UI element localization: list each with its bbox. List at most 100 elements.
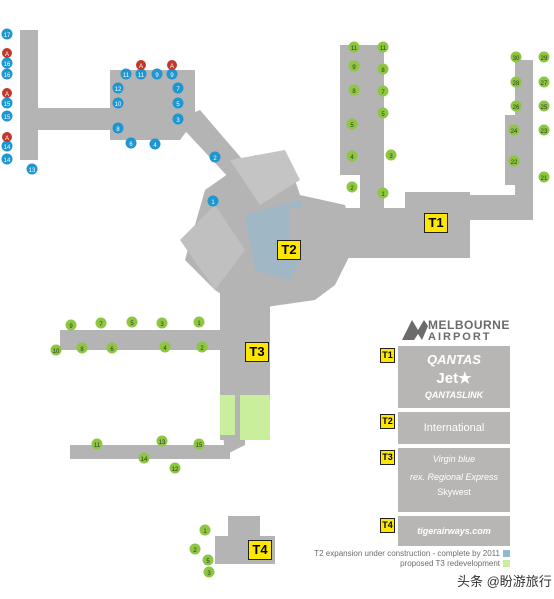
gate-marker[interactable]: 8 — [348, 84, 360, 96]
legend-panel-t1: QANTAS Jet★ QANTASLINK — [398, 346, 510, 408]
gate-marker[interactable]: 13 — [156, 435, 168, 447]
legend-tag-t2: T2 — [380, 414, 395, 429]
gate-marker[interactable]: 1 — [193, 316, 205, 328]
gate-marker[interactable]: 7 — [95, 317, 107, 329]
a380-marker[interactable]: A — [2, 132, 12, 142]
gate-label: 9 — [155, 73, 159, 79]
gate-marker[interactable]: 11 — [135, 68, 147, 80]
gate-marker[interactable]: 16 — [1, 57, 13, 69]
gate-marker[interactable]: 11 — [91, 438, 103, 450]
gate-marker[interactable]: 3 — [172, 113, 184, 125]
gate-marker[interactable]: 15 — [193, 438, 205, 450]
watermark: 头条 @盼游旅行 — [457, 574, 552, 589]
gate-marker[interactable]: 22 — [508, 155, 520, 167]
gate-marker[interactable]: 11 — [120, 68, 132, 80]
gate-marker[interactable]: 13 — [26, 163, 38, 175]
gate-marker[interactable]: 14 — [1, 140, 13, 152]
gate-marker[interactable]: 4 — [149, 138, 161, 150]
terminal-label-t2[interactable]: T2 — [277, 240, 301, 260]
gate-marker[interactable]: 14 — [1, 153, 13, 165]
gate-marker[interactable]: 9 — [65, 319, 77, 331]
a380-marker[interactable]: A — [2, 48, 12, 58]
a380-label: A — [5, 52, 9, 58]
airport-name-line1: MELBOURNE — [428, 318, 510, 332]
gate-marker[interactable]: 12 — [112, 82, 124, 94]
gate-marker[interactable]: 3 — [156, 317, 168, 329]
gate-marker[interactable]: 10 — [112, 97, 124, 109]
gate-marker[interactable]: 25 — [538, 100, 550, 112]
gate-marker[interactable]: 30 — [510, 51, 522, 63]
gate-marker[interactable]: 1 — [207, 195, 219, 207]
gate-marker[interactable]: 11 — [348, 41, 360, 53]
gate-marker[interactable]: 11 — [377, 41, 389, 53]
gate-label: 16 — [4, 73, 11, 79]
gate-marker[interactable]: 28 — [510, 76, 522, 88]
gate-marker[interactable]: 3 — [203, 566, 215, 578]
gate-marker[interactable]: 3 — [385, 149, 397, 161]
gate-label: 16 — [4, 62, 11, 68]
gate-marker[interactable]: 6 — [125, 137, 137, 149]
footnote-t3-redevelopment: proposed T3 redevelopment — [400, 559, 500, 568]
gate-marker[interactable]: 15 — [1, 110, 13, 122]
gate-label: 10 — [53, 349, 60, 355]
swatch-t2-expansion — [503, 550, 510, 557]
gate-marker[interactable]: 9 — [348, 60, 360, 72]
gate-marker[interactable]: 7 — [172, 82, 184, 94]
gate-marker[interactable]: 24 — [508, 124, 520, 136]
gate-label: 3 — [176, 118, 180, 124]
a380-marker[interactable]: A — [167, 60, 177, 70]
a380-marker[interactable]: A — [2, 88, 12, 98]
gate-marker[interactable]: 9 — [151, 68, 163, 80]
gate-marker[interactable]: 10 — [50, 344, 62, 356]
gate-marker[interactable]: 12 — [169, 462, 181, 474]
a380-label: A — [5, 92, 9, 98]
gate-marker[interactable]: 2 — [209, 151, 221, 163]
gate-marker[interactable]: 1 — [199, 524, 211, 536]
gate-marker[interactable]: 14 — [138, 452, 150, 464]
gate-label: 2 — [213, 156, 217, 162]
gate-marker[interactable]: 15 — [1, 97, 13, 109]
gate-label: 11 — [123, 73, 130, 79]
gate-marker[interactable]: 8 — [112, 122, 124, 134]
gate-marker[interactable]: 23 — [538, 124, 550, 136]
gate-marker[interactable]: 1 — [377, 187, 389, 199]
gate-marker[interactable]: 2 — [189, 543, 201, 555]
gate-marker[interactable]: 2 — [346, 181, 358, 193]
gate-label: 5 — [206, 559, 210, 565]
gate-marker[interactable]: 8 — [377, 63, 389, 75]
a380-marker[interactable]: A — [136, 60, 146, 70]
gate-marker[interactable]: 17 — [1, 28, 13, 40]
a380-gates: A A A A A — [2, 48, 177, 142]
gate-marker[interactable]: 26 — [510, 100, 522, 112]
terminal-label-t4[interactable]: T4 — [248, 540, 272, 560]
gate-marker[interactable]: 7 — [377, 85, 389, 97]
t1-building — [290, 45, 533, 258]
terminal-label-t3[interactable]: T3 — [245, 342, 269, 362]
t1-gates: 11 9 8 5 4 2 11 8 7 5 3 1 30 28 26 24 22… — [346, 41, 550, 199]
gate-label: 14 — [4, 158, 11, 164]
gate-marker[interactable]: 5 — [172, 97, 184, 109]
gate-marker[interactable]: 16 — [1, 68, 13, 80]
gate-marker[interactable]: 4 — [159, 341, 171, 353]
gate-marker[interactable]: 6 — [106, 342, 118, 354]
legend-panel-t4: tigerairways.com — [398, 516, 510, 546]
gate-marker[interactable]: 27 — [538, 76, 550, 88]
gate-marker[interactable]: 29 — [538, 51, 550, 63]
gate-label: 7 — [176, 87, 180, 93]
gate-marker[interactable]: 2 — [196, 341, 208, 353]
gate-marker[interactable]: 5 — [202, 554, 214, 566]
gate-label: 1 — [203, 529, 207, 535]
legend-panel-t2: International — [398, 412, 510, 444]
gate-label: 4 — [350, 155, 354, 161]
gate-marker[interactable]: 5 — [346, 118, 358, 130]
terminal-label-t1[interactable]: T1 — [424, 213, 448, 233]
gate-marker[interactable]: 4 — [346, 150, 358, 162]
gate-marker[interactable]: 5 — [377, 107, 389, 119]
legend-tag-t1: T1 — [380, 348, 395, 363]
gate-label: 5 — [130, 321, 134, 327]
gate-marker[interactable]: 21 — [538, 171, 550, 183]
gate-marker[interactable]: 5 — [126, 316, 138, 328]
gate-marker[interactable]: 8 — [76, 342, 88, 354]
gate-label: 15 — [4, 115, 11, 121]
gate-marker[interactable]: 9 — [166, 68, 178, 80]
